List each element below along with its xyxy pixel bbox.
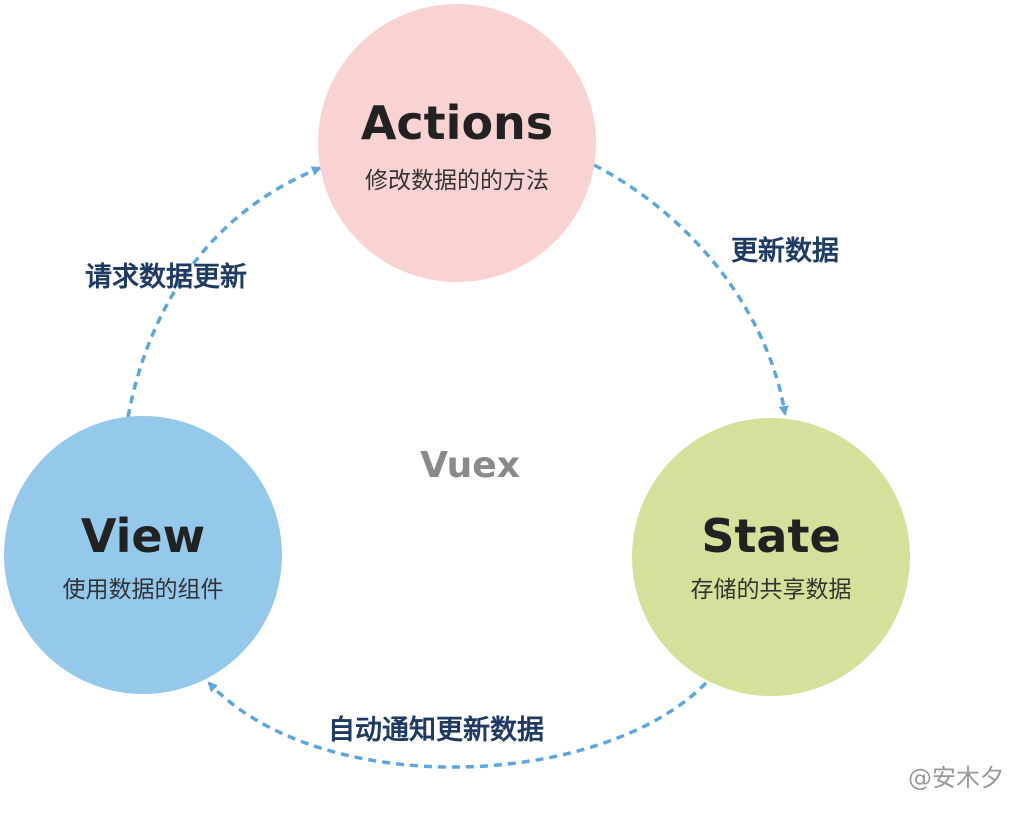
arrow-state-to-view [207, 681, 708, 769]
view-node: View 使用数据的组件 [4, 416, 282, 694]
center-label: Vuex [420, 445, 520, 486]
state-title: State [701, 509, 841, 563]
view-subtitle: 使用数据的组件 [62, 577, 224, 603]
actions-node: Actions 修改数据的的方法 [318, 4, 596, 282]
actions-subtitle: 修改数据的的方法 [365, 168, 549, 194]
actions-title: Actions [360, 96, 554, 150]
state-node: State 存储的共享数据 [632, 418, 910, 696]
view-title: View [80, 509, 206, 563]
arrow-view-to-actions [126, 166, 322, 418]
edge-label-request-update: 请求数据更新 [85, 262, 247, 293]
edge-label-auto-notify: 自动通知更新数据 [328, 715, 544, 746]
arrow-actions-to-state [593, 163, 789, 416]
watermark: @安木夕 [908, 764, 1004, 792]
edge-label-update-data: 更新数据 [731, 236, 839, 267]
state-subtitle: 存储的共享数据 [690, 577, 852, 603]
